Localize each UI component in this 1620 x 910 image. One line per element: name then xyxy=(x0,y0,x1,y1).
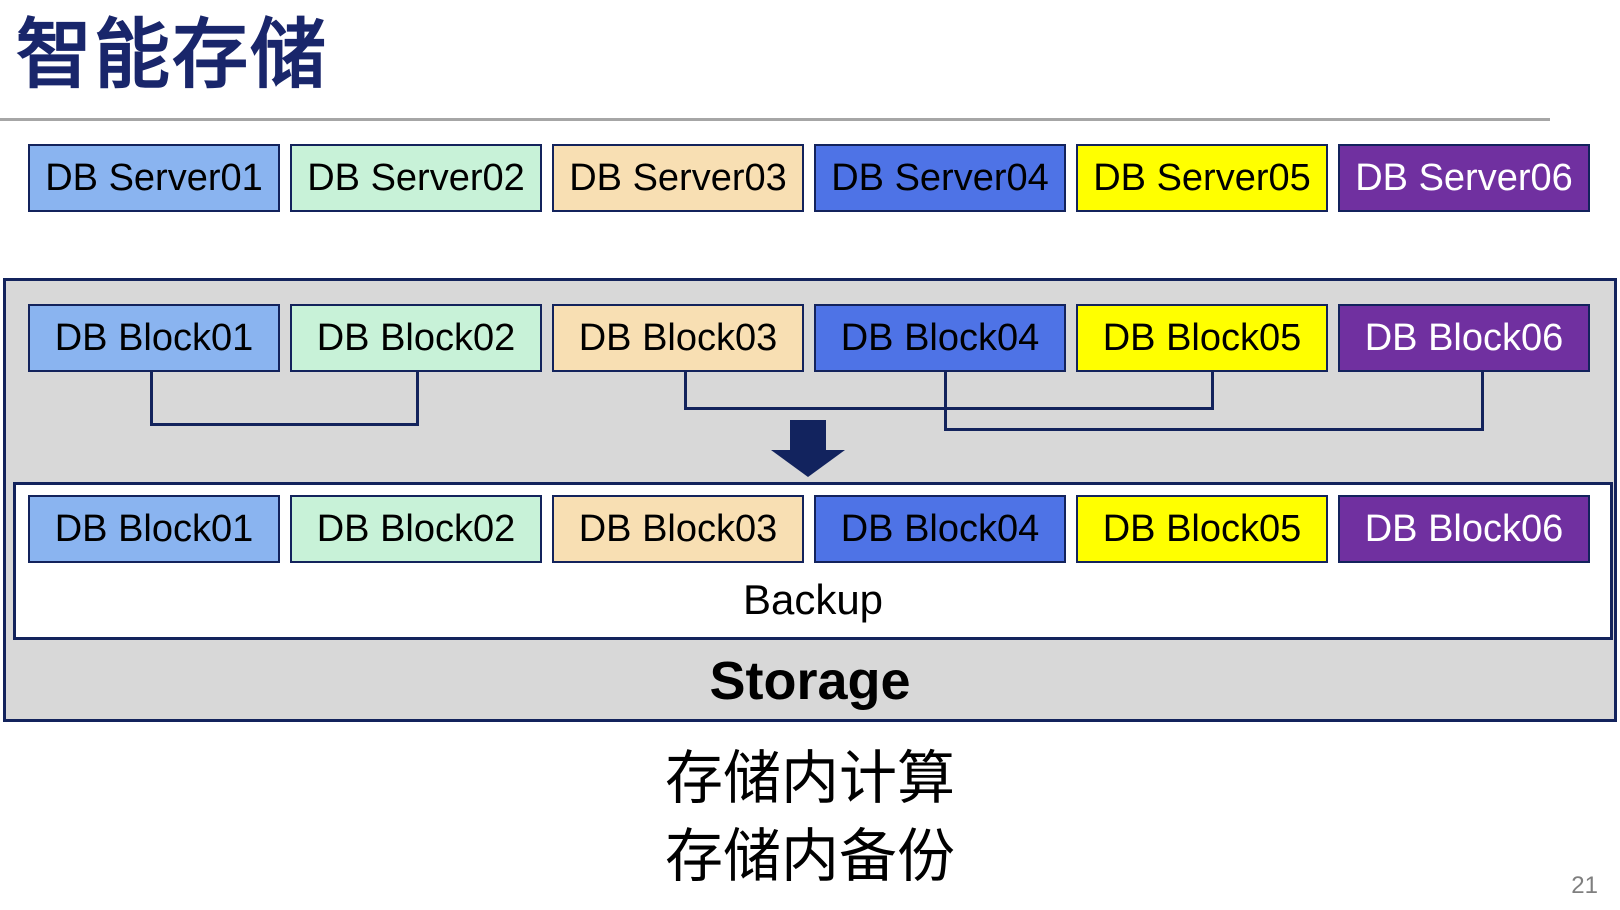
storage-label: Storage xyxy=(709,651,911,711)
footnote-line-2: 存储内备份 xyxy=(664,824,955,889)
db-block-backup-02: DB Block02 xyxy=(290,495,542,563)
db-block-backup-04: DB Block04 xyxy=(814,495,1066,563)
db-server-box-04: DB Server04 xyxy=(814,144,1066,212)
connector-v-block01 xyxy=(150,372,153,426)
db-block-backup-05: DB Block05 xyxy=(1076,495,1328,563)
db-server-box-06: DB Server06 xyxy=(1338,144,1590,212)
db-block-source-01: DB Block01 xyxy=(28,304,280,372)
db-block-backup-03: DB Block03 xyxy=(552,495,804,563)
connector-h-block04-block06 xyxy=(944,428,1484,431)
db-block-source-05: DB Block05 xyxy=(1076,304,1328,372)
db-block-backup-01: DB Block01 xyxy=(28,495,280,563)
db-server-box-03: DB Server03 xyxy=(552,144,804,212)
connector-v-block02 xyxy=(416,372,419,426)
db-server-box-02: DB Server02 xyxy=(290,144,542,212)
db-block-source-03: DB Block03 xyxy=(552,304,804,372)
backup-label: Backup xyxy=(742,576,884,623)
db-block-source-06: DB Block06 xyxy=(1338,304,1590,372)
connector-v-block03 xyxy=(684,372,687,410)
storage-container: DB Block01 DB Block02 DB Block03 DB Bloc… xyxy=(3,278,1617,722)
down-arrow-stem xyxy=(790,420,826,451)
db-server-box-01: DB Server01 xyxy=(28,144,280,212)
db-server-box-05: DB Server05 xyxy=(1076,144,1328,212)
connector-v-block06 xyxy=(1481,372,1484,431)
footnote-line-1: 存储内计算 xyxy=(664,746,955,811)
db-block-source-04: DB Block04 xyxy=(814,304,1066,372)
down-arrow-icon xyxy=(771,450,845,477)
backup-box: DB Block01 DB Block02 DB Block03 DB Bloc… xyxy=(13,482,1613,640)
connector-v-block04 xyxy=(944,372,947,431)
connector-h-block01-block02 xyxy=(150,423,419,426)
page-title: 智能存储 xyxy=(16,13,328,98)
footnote: 存储内计算 存储内备份 xyxy=(0,740,1620,896)
title-divider xyxy=(0,118,1550,121)
connector-h-block03-block05 xyxy=(684,407,1214,410)
db-block-source-02: DB Block02 xyxy=(290,304,542,372)
page-number: 21 xyxy=(1571,872,1598,899)
db-block-backup-06: DB Block06 xyxy=(1338,495,1590,563)
connector-v-block05 xyxy=(1211,372,1214,410)
